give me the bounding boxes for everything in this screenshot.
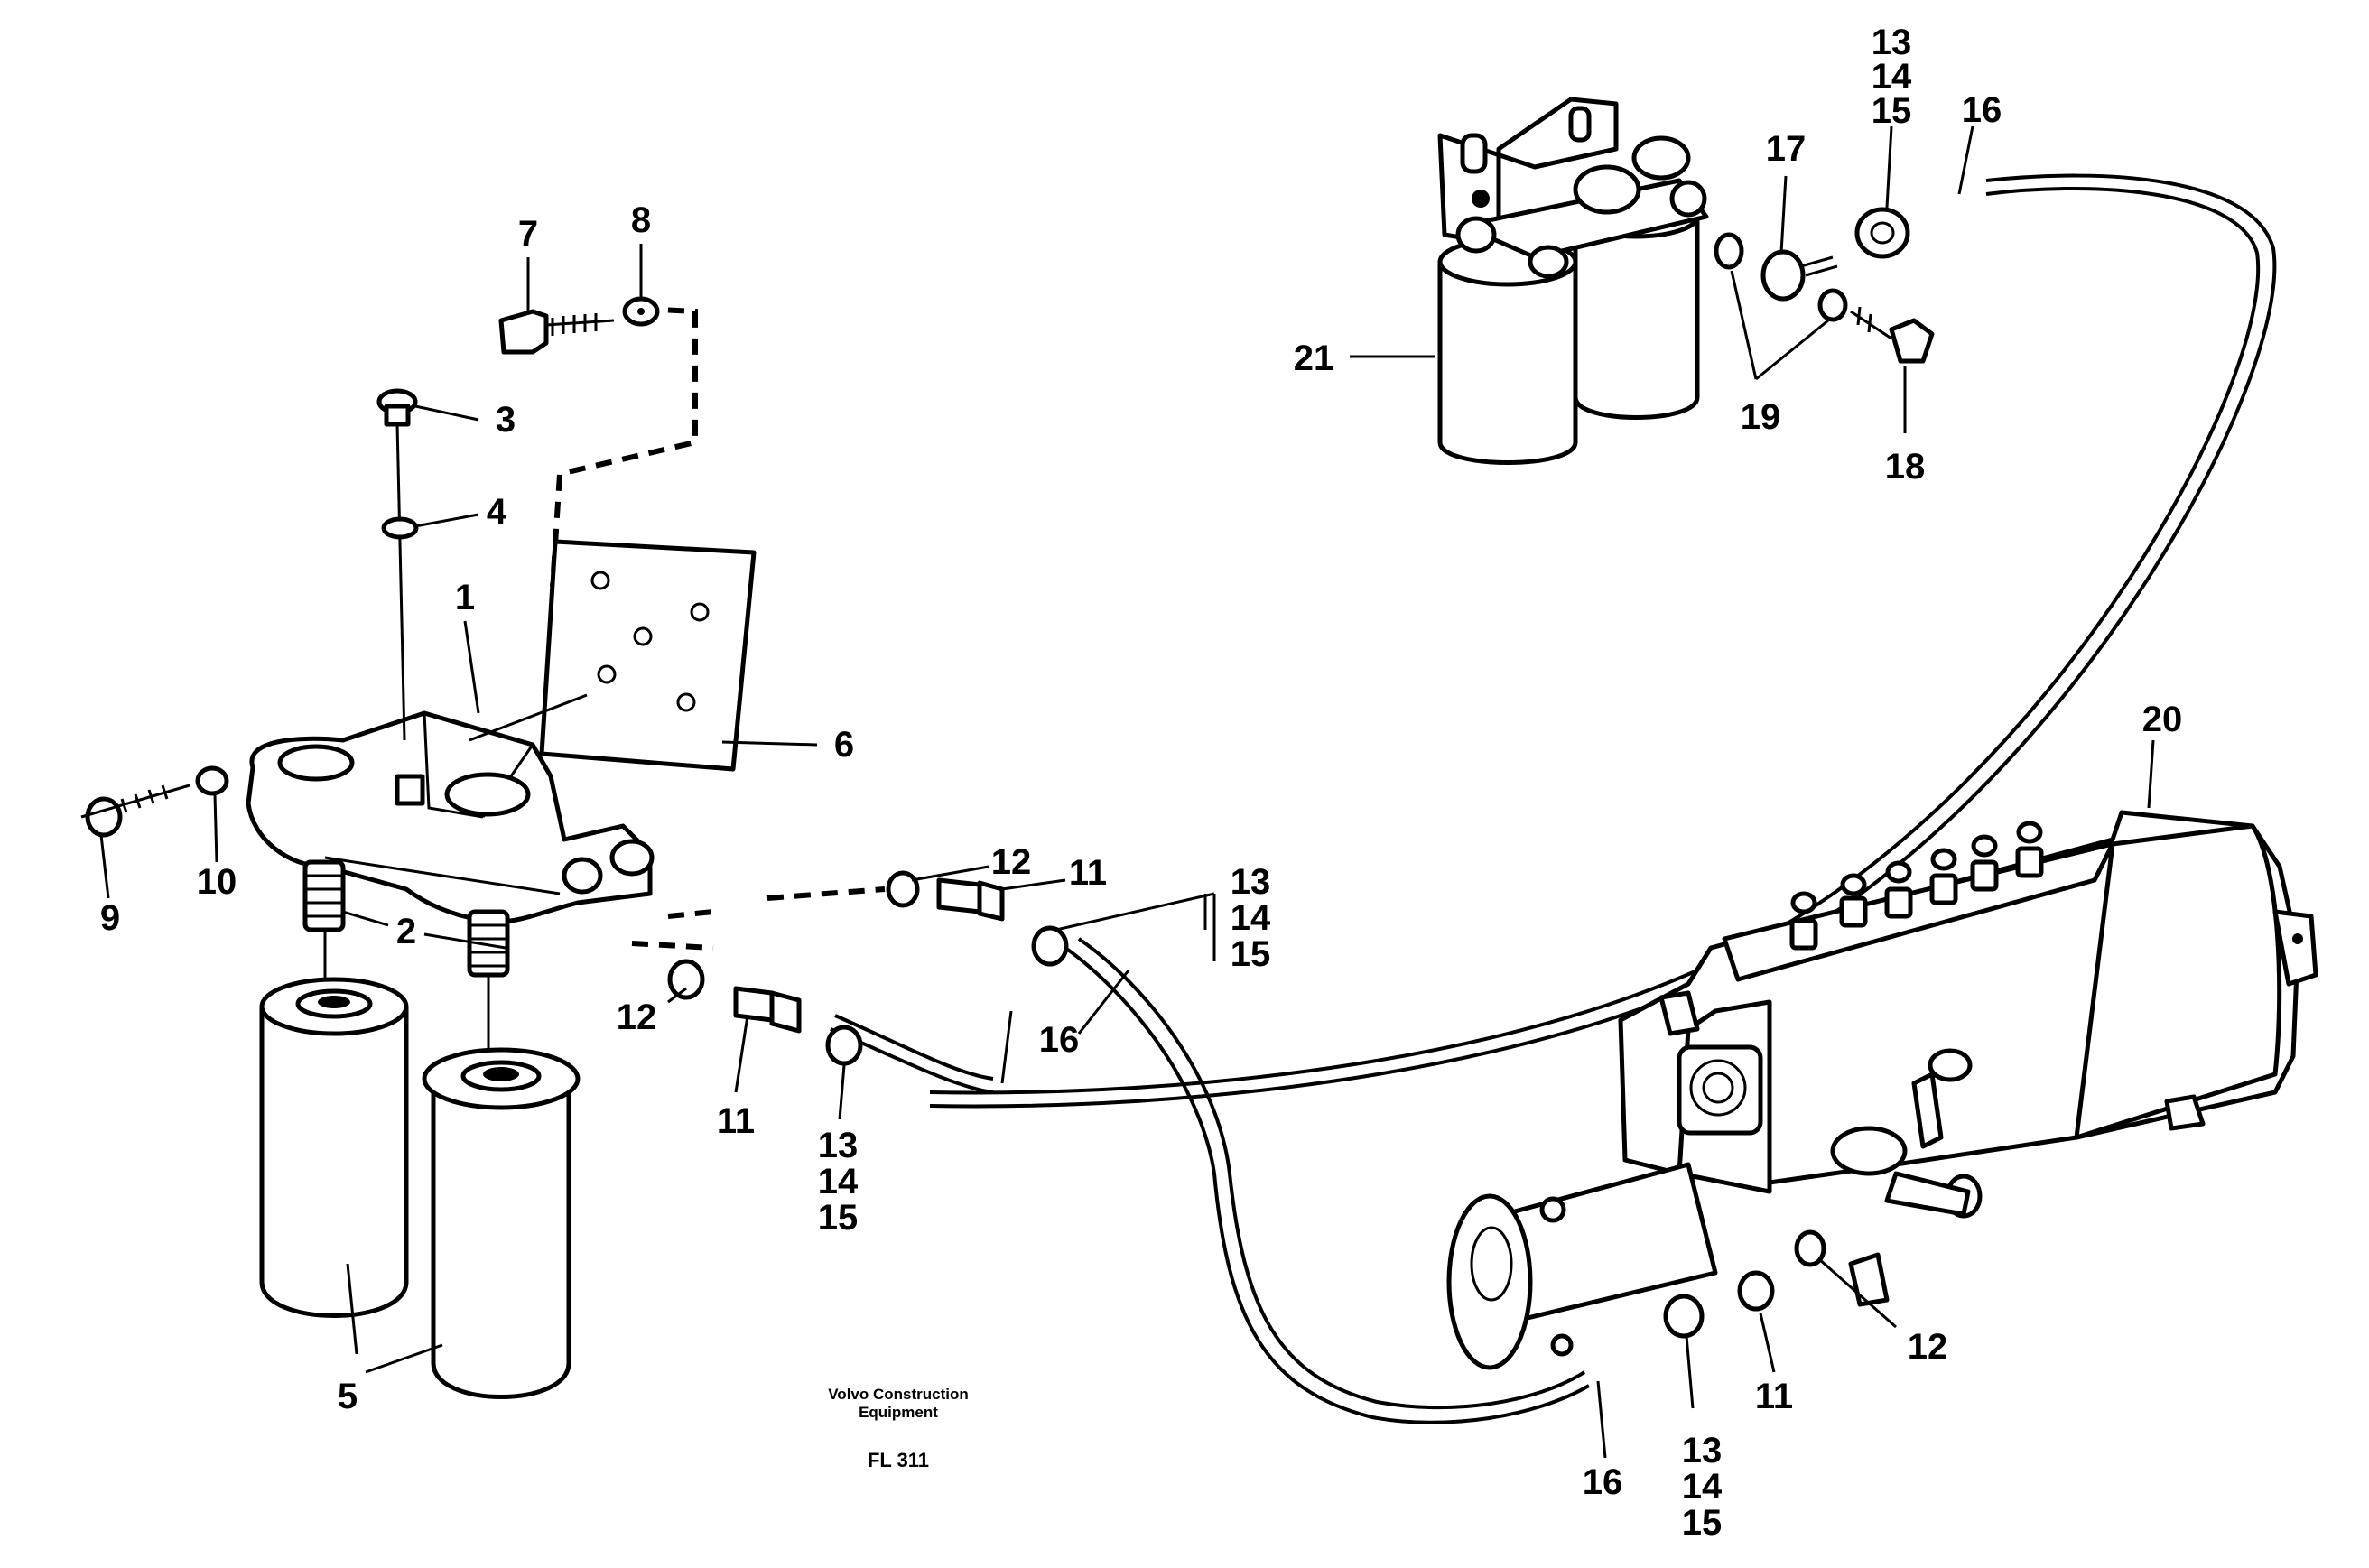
- callout-4: 4: [487, 492, 507, 532]
- fuel-pipe-16-long-loop: [929, 173, 2277, 1109]
- callout-15-lower: 15: [818, 1198, 859, 1238]
- callout-16-pump: 16: [1583, 1462, 1623, 1502]
- filter-cartridge-5-right: [422, 1047, 581, 1399]
- dashed-line-outlet-upper: [766, 886, 886, 901]
- callout-6: 6: [834, 725, 854, 765]
- callout-13-lower: 13: [818, 1126, 859, 1165]
- callout-12-lower: 12: [617, 997, 657, 1037]
- nipple-11-pump: [1737, 1270, 1775, 1312]
- callout-15-pump: 15: [1682, 1503, 1723, 1543]
- callout-11-pump: 11: [1755, 1377, 1793, 1416]
- callout-13-pump: 13: [1682, 1431, 1723, 1471]
- washer-12-upper: [886, 870, 920, 908]
- callout-20: 20: [2142, 700, 2183, 739]
- dashed-line-lower-offset: [667, 909, 714, 919]
- bolt-9: [80, 784, 190, 838]
- callout-15-mid: 15: [1231, 934, 1271, 974]
- nipple-2-right: [467, 909, 510, 1070]
- filter-bracket-1: [246, 710, 655, 924]
- callout-12-upper: 12: [991, 842, 1032, 882]
- callout-14-top: 14: [1872, 57, 1912, 97]
- screw-3: [376, 388, 418, 741]
- fuel-pipe-16-lower-loop: [1064, 937, 1591, 1424]
- dashed-line-bracket-to-plate: [550, 306, 698, 588]
- callout-11-upper: 11: [1069, 853, 1107, 893]
- callout-18: 18: [1885, 447, 1926, 487]
- company-name-line2: Equipment: [859, 1404, 938, 1421]
- callout-12-pump: 12: [1908, 1327, 1948, 1367]
- nipple-11-upper: [936, 877, 1005, 922]
- callout-7: 7: [518, 214, 538, 254]
- callout-17: 17: [1766, 129, 1807, 169]
- callout-9: 9: [100, 898, 120, 938]
- injection-pump-20: [1446, 810, 2318, 1370]
- callout-16-top: 16: [1962, 90, 2002, 130]
- mounting-plate-6: [539, 539, 757, 772]
- callout-13-mid: 13: [1231, 862, 1271, 902]
- washer-12-lower: [667, 959, 705, 1000]
- washer-10: [195, 765, 229, 796]
- banjo-bolt-18: [1850, 306, 1935, 364]
- callout-19: 19: [1741, 397, 1781, 437]
- callout-5: 5: [338, 1377, 358, 1416]
- nut-13-upper: [1031, 925, 1069, 967]
- callout-16-mid: 16: [1039, 1020, 1080, 1060]
- callout-8: 8: [631, 200, 651, 240]
- callout-14-mid: 14: [1231, 898, 1271, 938]
- nut-13-top: [1854, 207, 1910, 259]
- washer-8: [622, 296, 660, 327]
- dashed-line-outlet-lower: [631, 941, 714, 951]
- bolt-7: [498, 309, 615, 355]
- washer-4: [381, 516, 419, 540]
- washer-12-pump: [1794, 1229, 1826, 1267]
- callout-2: 2: [396, 912, 416, 951]
- nipple-2-left: [302, 859, 346, 1002]
- nipple-11-lower: [733, 986, 802, 1034]
- callout-13-top: 13: [1872, 23, 1912, 62]
- callout-11-lower: 11: [717, 1101, 755, 1141]
- leader-lines: [99, 125, 2155, 1459]
- washer-19-upper: [1714, 232, 1744, 270]
- callout-1: 1: [455, 578, 475, 617]
- company-name-line1: Volvo Construction: [828, 1386, 969, 1403]
- callout-14-pump: 14: [1682, 1467, 1723, 1507]
- callout-10: 10: [197, 862, 237, 902]
- nut-13-lower: [825, 1025, 863, 1066]
- callout-15-top: 15: [1872, 91, 1912, 131]
- callout-21: 21: [1294, 339, 1334, 378]
- figure-code: FL 311: [868, 1449, 929, 1471]
- callout-14-lower: 14: [818, 1162, 859, 1202]
- washer-19-lower: [1817, 288, 1848, 322]
- filter-cartridge-5-left: [259, 977, 409, 1318]
- nut-13-pump: [1663, 1294, 1705, 1339]
- banjo-17: [1760, 249, 1838, 302]
- callout-3: 3: [496, 400, 516, 440]
- fuel-filter-assembly-21: [1437, 97, 1709, 465]
